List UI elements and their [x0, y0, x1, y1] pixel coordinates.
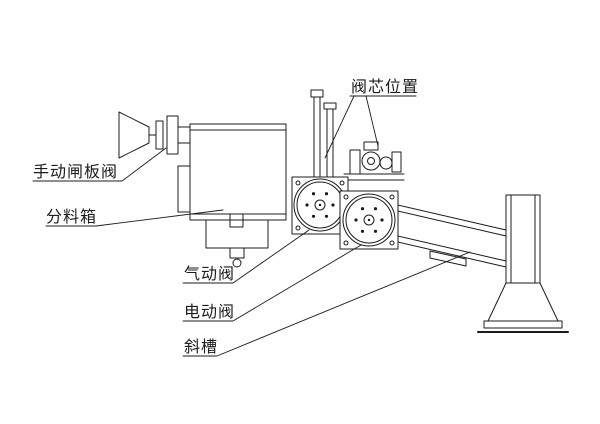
- frame-bolt: [389, 194, 395, 200]
- leader-chute: [182, 251, 471, 357]
- electric-valve-actuator: [343, 141, 405, 181]
- actuator-bracket-left: [349, 149, 361, 175]
- box-drain-nub: [229, 247, 245, 259]
- electric-valve-bolt-circle: [354, 207, 384, 233]
- pneumatic-valve-hub: [314, 199, 326, 211]
- leader-manual-gate-valve: [32, 147, 167, 182]
- pneumatic-valve-body: [291, 176, 349, 235]
- leader-valve-core-position-2: [365, 95, 379, 147]
- leader-lines: [32, 95, 471, 357]
- box-front-port: [229, 213, 244, 228]
- frame-bolt: [389, 240, 395, 246]
- pneumatic-valve-center: [318, 203, 322, 207]
- label-chute: 斜槽: [184, 338, 218, 356]
- actuator-bracket-right: [391, 151, 402, 173]
- chute-bottom-flange: [429, 250, 467, 267]
- box-left-flange: [177, 165, 191, 213]
- label-distribution-box: 分料箱: [46, 208, 97, 226]
- leader-pneumatic-valve: [182, 229, 310, 284]
- label-valve-core-position: 阀芯位置: [351, 78, 419, 96]
- support-stand: [477, 194, 569, 333]
- leader-distribution-box: [45, 209, 224, 227]
- electric-valve-body: [339, 190, 399, 250]
- frame-bolt: [343, 240, 349, 246]
- valve-body-flange: [166, 115, 179, 155]
- electric-valve-hub: [363, 214, 375, 226]
- actuator-top-block: [363, 141, 379, 151]
- frame-bolt: [295, 225, 301, 231]
- manual-gate-valve-body: [118, 111, 191, 159]
- stem-cap-short: [323, 102, 337, 110]
- valve-stem-packing: [155, 120, 164, 150]
- actuator-motor-small: [379, 156, 393, 170]
- label-electric-valve: 电动阀: [184, 303, 235, 321]
- box-hopper: [205, 219, 269, 249]
- box-main: [189, 123, 287, 221]
- frame-bolt: [295, 180, 301, 186]
- leader-valve-core-position-1: [324, 95, 355, 159]
- actuator-motor-hub: [367, 157, 375, 165]
- actuator-motor-large: [361, 151, 381, 171]
- stem-cap-tall: [310, 89, 324, 98]
- label-manual-gate-valve: 手动闸板阀: [33, 163, 118, 181]
- electric-valve-center: [367, 218, 371, 222]
- pneumatic-valve-bolt-circle: [305, 192, 335, 218]
- label-pneumatic-valve: 气动阀: [184, 265, 235, 283]
- electric-valve-disc-inner: [345, 196, 393, 244]
- frame-bolt: [343, 194, 349, 200]
- pneumatic-valve-stem: [310, 89, 337, 179]
- support-base-plate: [483, 320, 563, 329]
- box-drain-knob: [232, 258, 242, 268]
- distribution-box-body: [177, 123, 287, 268]
- frame-bolt: [339, 180, 345, 186]
- handwheel-cone: [118, 111, 150, 159]
- support-flared-base: [487, 282, 559, 322]
- leader-electric-valve: [182, 244, 362, 322]
